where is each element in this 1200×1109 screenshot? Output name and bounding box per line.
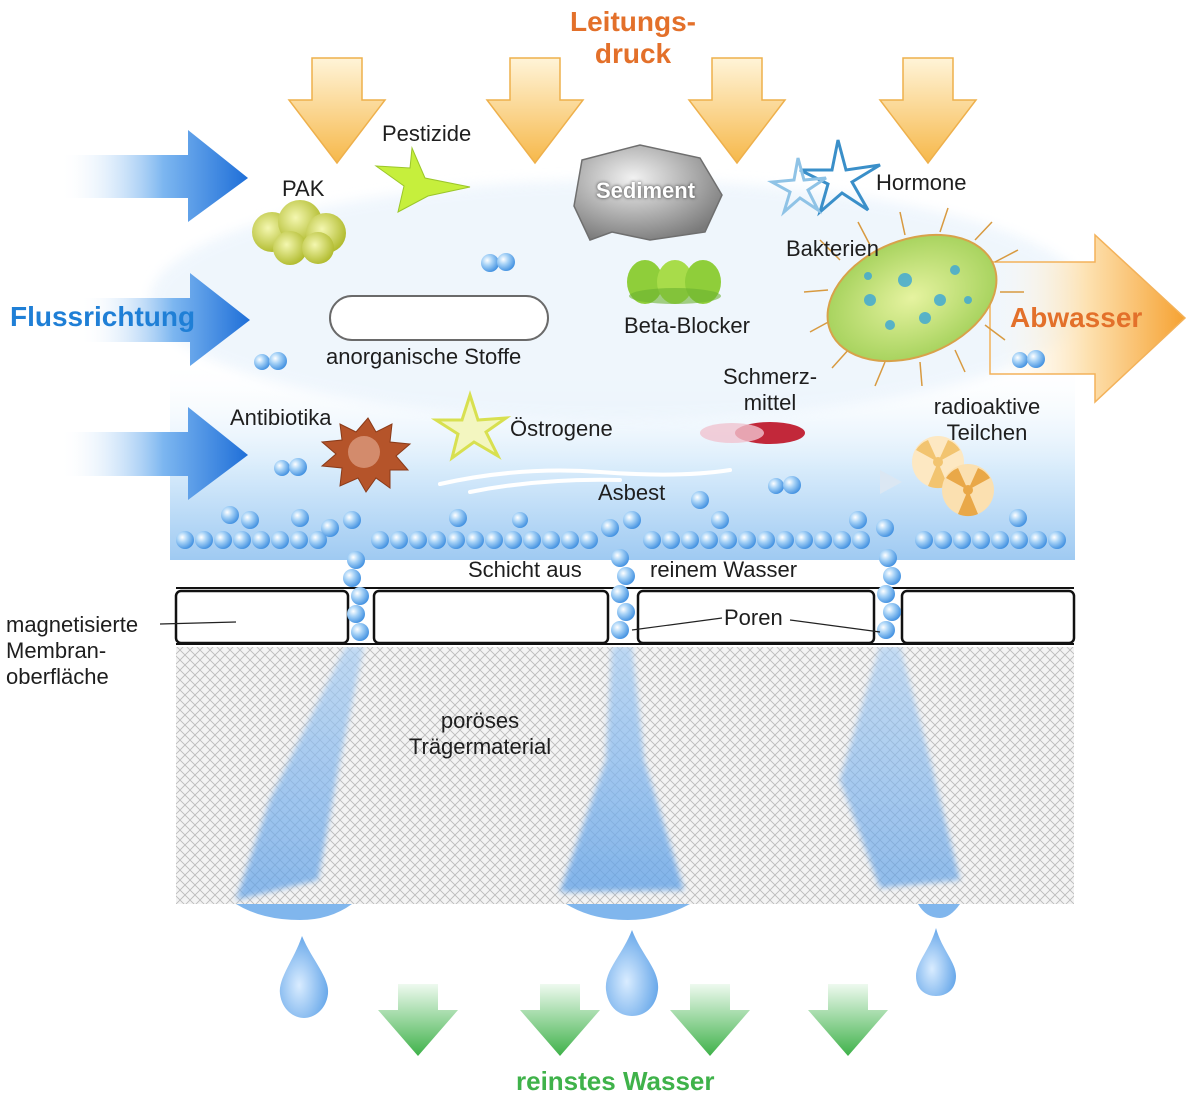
water-drops	[279, 928, 956, 1018]
carrier-label: poröses Trägermaterial	[390, 708, 570, 760]
carrier-label-line1: poröses	[440, 708, 520, 733]
pak-molecule	[252, 200, 346, 265]
pores-label: Poren	[724, 605, 783, 630]
flow-arrow-icon	[80, 273, 250, 366]
pure-water-arrow-icon	[378, 984, 458, 1056]
painkiller-label-line1: Schmerz-	[722, 364, 818, 389]
drip-zones	[236, 904, 960, 920]
membrane-label-line1: magnetisierte	[6, 612, 139, 637]
star-molecule-icon	[430, 390, 512, 462]
sediment-label: Sediment	[596, 178, 696, 203]
membrane-segment	[636, 589, 876, 645]
estrogens-label: Östrogene	[510, 416, 613, 441]
water-haze	[150, 180, 1090, 420]
painkiller-pill	[700, 422, 805, 444]
water-drop-icon	[279, 936, 329, 1018]
painkiller-label-line2: mittel	[743, 390, 797, 415]
bacterium-icon	[803, 207, 1024, 387]
pressure-arrow-icon	[485, 57, 585, 165]
inorganic-label: anorganische Stoffe	[326, 344, 522, 369]
pure-water-label: reinstes Wasser	[516, 1066, 715, 1096]
star-molecule-icon	[374, 146, 471, 213]
pure-water-layer	[176, 506, 1066, 641]
pak-label: PAK	[282, 176, 325, 201]
layer-label-part1: Schicht aus	[468, 557, 582, 582]
sediment-rock	[573, 144, 723, 241]
leader-lines	[159, 617, 881, 633]
pure-water-arrow-icon	[520, 984, 600, 1056]
membrane-label-line2: Membran-	[6, 638, 107, 663]
beta-blocker-label: Beta-Blocker	[624, 313, 750, 338]
flow-arrow-icon	[60, 407, 248, 500]
membrane-label: magnetisierte Membran- oberfläche	[6, 612, 138, 690]
radioactive-label-line1: radioaktive	[933, 394, 1041, 419]
antibiotics-label: Antibiotika	[230, 405, 332, 430]
flow-arrows	[60, 130, 250, 500]
membrane-segment	[372, 589, 610, 645]
pure-water-arrow-icon	[808, 984, 888, 1056]
membrane-segment	[174, 589, 350, 645]
pressure-arrow-icon	[287, 57, 387, 165]
water-drop-icon	[916, 928, 956, 996]
radioactive-icon	[942, 464, 994, 517]
pressure-arrows	[287, 57, 978, 165]
star-molecule-icon	[799, 139, 881, 217]
pressure-arrow-icon	[878, 57, 978, 165]
painkiller-label: Schmerz- mittel	[710, 364, 830, 416]
flow-arrow-icon	[60, 130, 248, 222]
flow-direction-label: Flussrichtung	[10, 301, 196, 332]
bacteria-label: Bakterien	[786, 236, 879, 261]
antibiotic-molecule	[320, 417, 412, 493]
water-streams	[236, 646, 960, 900]
radioactive-label-line2: Teilchen	[946, 420, 1028, 445]
pressure-title-line2: druck	[594, 38, 672, 69]
radioactive-group	[880, 436, 994, 517]
membrane-label-line3: oberfläche	[6, 664, 109, 689]
hormones-label: Hormone	[876, 170, 967, 195]
layer-label-part2: reinem Wasser	[650, 557, 798, 582]
pure-water-arrow-icon	[670, 984, 750, 1056]
wastewater-label: Abwasser	[1010, 302, 1143, 333]
pressure-title-line1: Leitungs-	[570, 6, 696, 37]
asbestos-fibers	[438, 468, 732, 494]
pure-water-arrows	[378, 984, 888, 1056]
pressure-title: Leitungs- druck	[548, 6, 718, 70]
pesticides-label: Pestizide	[382, 121, 472, 146]
water-balls-loose	[254, 253, 1045, 527]
carrier-label-line2: Trägermaterial	[408, 734, 552, 759]
hormone-molecule	[767, 139, 881, 217]
inorganic-capsule	[329, 295, 549, 341]
water-drop-icon	[605, 930, 659, 1016]
star-molecule-icon	[767, 157, 827, 217]
radioactive-label: radioaktive Teilchen	[912, 394, 1062, 446]
asbestos-label: Asbest	[598, 480, 666, 505]
membrane-segment	[900, 589, 1076, 645]
beta-blocker-molecule	[627, 260, 721, 304]
pressure-arrow-icon	[687, 57, 787, 165]
